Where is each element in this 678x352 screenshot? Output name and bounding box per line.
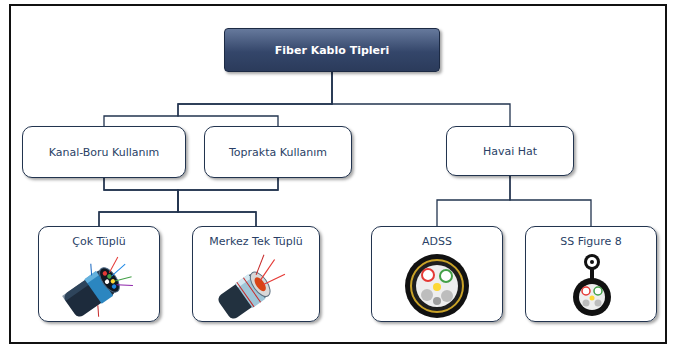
tree-connector [510,176,591,226]
central-tube-cable-part [252,275,268,293]
adss-cable-part [433,283,441,291]
multi-tube-cable-part [93,305,104,317]
multi-tube-cable-part [102,270,108,276]
figure-8-cable-part [573,278,611,316]
multi-tube-cable [56,248,141,327]
figure-8-cable-part [582,287,590,295]
node-label: Toprakta Kullanım [229,146,327,159]
category-box: Havai Hat [446,126,574,176]
adss-cable-part [440,270,452,282]
outer-frame [10,5,666,343]
figure-8-cable-part [590,269,594,279]
central-tube-cable-part [263,271,285,288]
tree-connector [99,178,178,226]
adss-cable-part [405,254,469,318]
node-label: SS Figure 8 [560,235,622,248]
adss-cable-part [421,289,433,301]
cable-type-box: ADSS [371,226,503,322]
category-box: Toprakta Kullanım [204,126,352,178]
multi-tube-cable-part [115,272,132,286]
category-box: Kanal-Boru Kullanım [22,126,186,178]
central-tube-cable-part [246,269,274,300]
tree-connector [104,178,256,226]
adss-cable-part [441,290,453,302]
tree-connector [178,178,278,226]
node-label: Kanal-Boru Kullanım [49,146,160,159]
cable-type-box: Çok Tüplü [38,226,160,322]
figure-8-cable-part [595,300,602,307]
root-box: Fiber Kablo Tipleri [224,28,440,72]
adss-cable [405,254,469,318]
cable-type-box: Merkez Tek Tüplü [192,226,320,322]
multi-tube-cable-part [106,273,112,279]
figure-8-cable-part [583,300,590,307]
multi-tube-cable-part [105,257,123,273]
multi-tube-cable-part [111,283,117,289]
central-tube-cable-part [249,255,271,275]
tree-connector [178,72,332,126]
tree-connector [437,176,510,226]
adss-cable-part [433,297,441,305]
tree-connector [332,72,510,126]
multi-tube-cable-part [110,264,126,276]
multi-tube-cable-part [62,269,117,319]
node-label: Merkez Tek Tüplü [209,235,302,248]
tree-connector [99,178,278,226]
cable-type-box: SS Figure 8 [525,226,657,322]
multi-tube-cable-part [86,264,97,276]
multi-tube-cable-part [117,277,133,293]
figure-8-cable-part [584,254,600,270]
multi-tube-cable-part [104,279,110,285]
adss-cable-part [416,265,458,307]
tree-connector [104,72,332,126]
multi-tube-cable-part [110,278,116,284]
central-tube-cable-part [237,282,254,307]
adss-cable-part [422,269,434,281]
node-label: Çok Tüplü [72,235,125,248]
central-tube-cable-part [255,260,280,281]
figure-8-cable-part [587,257,597,267]
central-tube-cable [212,251,291,321]
adss-cable-part [411,260,463,312]
figure-8-cable-part [594,287,602,295]
node-label: Fiber Kablo Tipleri [275,44,389,57]
node-label: Havai Hat [483,145,537,158]
node-label: ADSS [422,235,452,248]
figure-8-cable-part [590,260,594,264]
figure-8-cable-part [579,284,605,310]
figure-8-cable [573,254,611,316]
figure-8-cable-part [590,296,595,301]
